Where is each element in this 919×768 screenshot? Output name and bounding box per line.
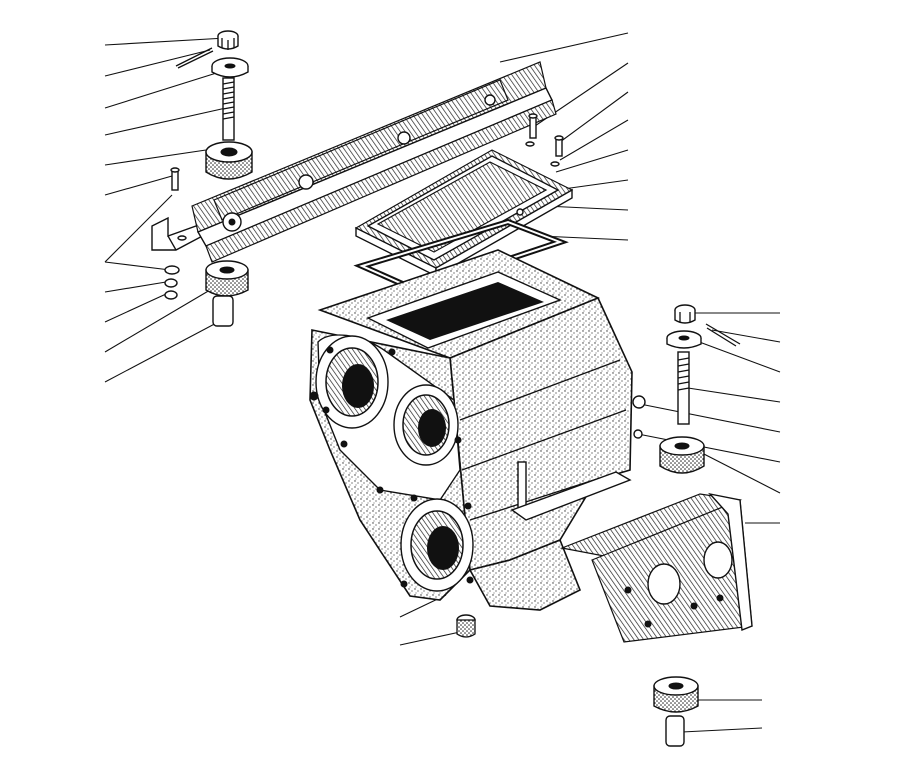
washer-icon [633, 429, 643, 439]
right-mount-stack [632, 304, 741, 474]
leader-line [539, 235, 629, 241]
washer-icon [666, 330, 702, 349]
leader-line [637, 433, 781, 463]
leader-line [559, 119, 629, 161]
drain-plug-icon [456, 614, 476, 638]
pin-icon [665, 715, 685, 747]
rubber-bushing-icon [653, 676, 699, 713]
castle-nut-icon [674, 304, 696, 324]
leader-line [687, 387, 781, 403]
bolt-holes [322, 346, 474, 588]
bearing-bore-icon [393, 384, 459, 466]
leader-line [681, 727, 763, 733]
rubber-bushing-icon [205, 141, 253, 180]
washer-icon [525, 141, 535, 147]
channel-bracket [191, 61, 557, 263]
bearing-bore-icon [400, 498, 474, 592]
bearing-bore-icon [315, 335, 389, 429]
leader-line [699, 451, 781, 494]
leader-line [104, 49, 211, 77]
lock-washer-icon [164, 290, 178, 300]
right-bracket [559, 492, 753, 643]
leader-line [559, 91, 629, 143]
leader-line [693, 339, 781, 373]
leader-line [104, 261, 171, 271]
washer-icon [211, 57, 249, 78]
leader-line [104, 107, 227, 136]
cotter-pin-icon [175, 47, 214, 69]
leader-line [104, 149, 207, 166]
screw-icon [170, 167, 180, 191]
leader-line [104, 289, 211, 353]
leader-lines-right [637, 312, 781, 524]
leader-line [104, 37, 227, 46]
rubber-bushing-icon [659, 436, 705, 474]
leader-line [555, 149, 629, 173]
leader-line [104, 293, 167, 323]
leader-line [711, 329, 781, 343]
top-cover [354, 149, 574, 278]
castle-nut-icon [217, 30, 239, 50]
bolt-icon [222, 77, 235, 141]
washer-icon [164, 278, 178, 288]
rubber-bushing-icon [205, 260, 249, 297]
nut-icon [164, 265, 180, 275]
gearbox-housing [309, 249, 633, 611]
screw-icon [529, 115, 537, 139]
leader-lines-bottom [399, 594, 763, 733]
bolt-icon [677, 351, 690, 425]
leader-line [104, 69, 227, 109]
stud-icon [517, 461, 527, 511]
gasket [353, 218, 569, 294]
leader-line [544, 205, 629, 211]
leader-line [104, 175, 173, 196]
cotter-pin-icon [705, 323, 741, 347]
leader-line [104, 319, 223, 383]
leader-line [639, 403, 781, 433]
left-mount-stack [151, 30, 253, 327]
leader-line [399, 631, 461, 646]
leader-lines-left [104, 37, 227, 383]
pin-icon [212, 295, 234, 327]
leader-line [104, 194, 173, 263]
plug-icon [632, 395, 646, 409]
washer-icon [550, 161, 560, 167]
leader-line [499, 32, 629, 63]
leader-line [104, 281, 167, 293]
bottom-mount-stack [653, 676, 699, 747]
cover-screws [525, 113, 564, 167]
